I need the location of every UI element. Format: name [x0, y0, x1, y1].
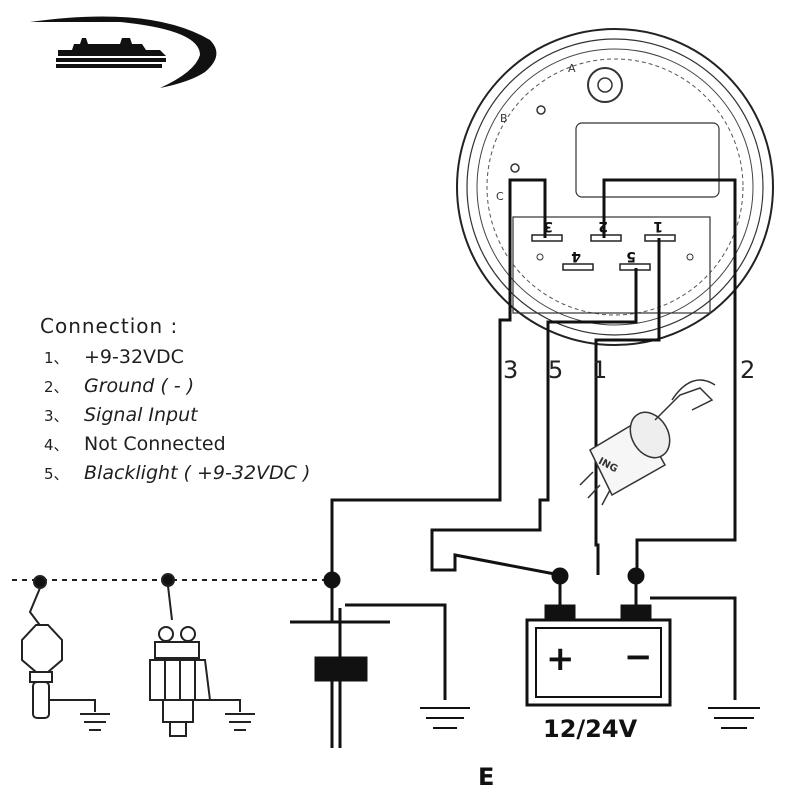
legend-text: +9-32VDC — [84, 346, 184, 368]
ship-logo — [30, 16, 217, 89]
legend-num: 3、 — [44, 407, 69, 425]
legend-item-2: 2、 Ground ( - ) — [40, 372, 310, 401]
sender-switch — [290, 571, 470, 748]
legend-num: 4、 — [44, 436, 69, 454]
legend-title: Connection : — [40, 314, 179, 338]
legend-text: Ground ( - ) — [84, 375, 195, 397]
gauge-letter-a: A — [568, 62, 576, 75]
temperature-sender — [21, 575, 110, 731]
gauge-letter-c: C — [496, 190, 504, 203]
pin-label-4: 4 — [571, 248, 581, 264]
legend-item-3: 3、 Signal Input — [40, 401, 310, 430]
ignition-switch — [579, 379, 716, 506]
wire-5-backlight — [430, 268, 638, 577]
legend-item-1: 1、 +9-32VDC — [40, 343, 310, 372]
page-letter: E — [478, 763, 494, 791]
battery-plus: + — [546, 639, 575, 679]
legend-text: Blacklight ( +9-32VDC ) — [84, 462, 311, 484]
legend-num: 1、 — [44, 349, 69, 367]
legend-num: 5、 — [44, 465, 69, 483]
wires — [330, 178, 737, 580]
legend-text: Not Connected — [84, 433, 226, 455]
wire-label-1: 1 — [592, 356, 607, 384]
wire-1-power — [594, 238, 661, 575]
pressure-sender — [149, 573, 255, 737]
battery — [525, 567, 760, 729]
pin-label-3: 3 — [543, 218, 553, 234]
battery-voltage: 12/24V — [543, 715, 638, 743]
connection-legend: Connection : 1、 +9-32VDC 2、 Ground ( - ) 3… — [40, 314, 310, 488]
legend-item-4: 4、 Not Connected — [40, 430, 310, 459]
gauge — [456, 28, 774, 346]
gauge-letter-b: B — [500, 112, 508, 125]
legend-item-5: 5、 Blacklight ( +9-32VDC ) — [40, 459, 310, 488]
pin-label-5: 5 — [626, 248, 636, 264]
legend-num: 2、 — [44, 378, 69, 396]
legend-text: Signal Input — [84, 404, 198, 426]
wire-label-2: 2 — [740, 356, 755, 384]
wire-label-5: 5 — [548, 356, 563, 384]
pin-label-1: 1 — [653, 218, 663, 234]
wire-label-3: 3 — [503, 356, 518, 384]
wire-3-signal — [330, 178, 547, 580]
wire-2-ground — [602, 178, 737, 575]
battery-minus: − — [624, 637, 653, 677]
